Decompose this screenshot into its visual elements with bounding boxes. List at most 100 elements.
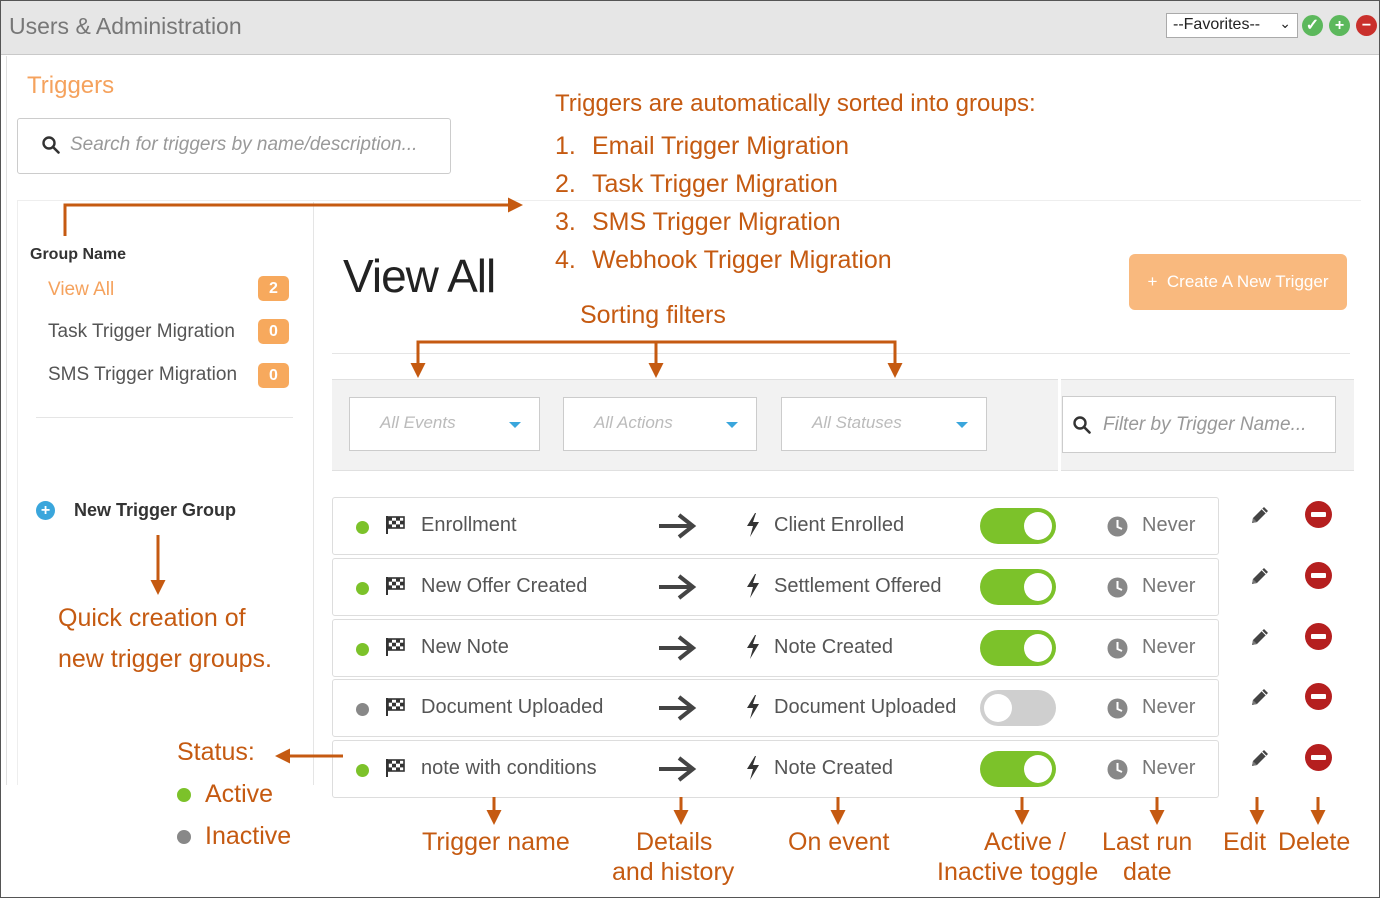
- annotation-toggle: Active /: [984, 828, 1066, 856]
- group-name-heading: Group Name: [30, 246, 127, 263]
- annotation-edit: Edit: [1223, 828, 1267, 856]
- last-run-date: Never: [1142, 636, 1196, 658]
- active-toggle[interactable]: [980, 508, 1056, 544]
- annotation-toggle: Inactive toggle: [937, 858, 1099, 886]
- trigger-name[interactable]: New Offer Created: [421, 575, 588, 597]
- edit-icon[interactable]: [1248, 503, 1272, 527]
- arrow-right-icon[interactable]: [657, 633, 697, 663]
- edit-icon[interactable]: [1248, 625, 1272, 649]
- trigger-name[interactable]: Enrollment: [421, 514, 517, 536]
- clock-icon: [1107, 516, 1128, 537]
- statuses-filter-select[interactable]: All Statuses: [781, 397, 987, 451]
- active-toggle[interactable]: [980, 690, 1056, 726]
- arrow-right-icon[interactable]: [657, 572, 697, 602]
- annotation-last-run: Last run: [1102, 828, 1193, 856]
- check-icon[interactable]: ✓: [1302, 15, 1323, 36]
- sidebar-item-sms-trigger-migration[interactable]: SMS Trigger Migration: [48, 364, 238, 385]
- trigger-row[interactable]: New Note Note Created Never: [332, 619, 1219, 677]
- arrow-right-icon[interactable]: [657, 693, 697, 723]
- trigger-name[interactable]: note with conditions: [421, 757, 597, 779]
- trigger-name-filter-input[interactable]: Filter by Trigger Name...: [1062, 396, 1336, 453]
- active-toggle[interactable]: [980, 751, 1056, 787]
- trigger-name[interactable]: New Note: [421, 636, 509, 658]
- trigger-search-input[interactable]: Search for triggers by name/description.…: [17, 118, 451, 174]
- edit-icon[interactable]: [1248, 564, 1272, 588]
- delete-icon[interactable]: [1305, 744, 1332, 771]
- annotation-quick-creation: new trigger groups.: [58, 645, 273, 673]
- annotation-list-number: 3.: [555, 208, 576, 236]
- flag-icon: [386, 759, 405, 777]
- annotation-inactive: Inactive: [205, 822, 292, 850]
- flag-icon: [386, 698, 405, 716]
- annotation-groups-intro: Triggers are automatically sorted into g…: [555, 90, 1036, 117]
- window-title: Users & Administration: [9, 13, 242, 39]
- flag-icon: [386, 638, 405, 656]
- caret-down-icon: [509, 422, 521, 428]
- trigger-row[interactable]: note with conditions Note Created Never: [332, 740, 1219, 798]
- annotation-delete: Delete: [1278, 828, 1351, 856]
- events-filter-value: All Events: [380, 413, 456, 432]
- new-trigger-group-label: New Trigger Group: [74, 500, 237, 520]
- remove-icon[interactable]: −: [1356, 15, 1377, 36]
- annotation-list-number: 2.: [555, 170, 576, 198]
- annotation-active: Active: [205, 780, 274, 808]
- lightning-icon: [747, 574, 759, 598]
- legend-active-dot: [177, 788, 191, 802]
- sidebar-item-task-trigger-migration[interactable]: Task Trigger Migration: [48, 321, 235, 342]
- trigger-name[interactable]: Document Uploaded: [421, 696, 604, 718]
- events-filter-select[interactable]: All Events: [349, 397, 540, 451]
- clock-icon: [1107, 698, 1128, 719]
- lightning-icon: [747, 756, 759, 780]
- status-dot: [356, 764, 369, 777]
- lightning-icon: [747, 695, 759, 719]
- arrow-right-icon[interactable]: [657, 754, 697, 784]
- annotation-list-item: SMS Trigger Migration: [592, 208, 841, 236]
- count-badge: 2: [258, 276, 289, 301]
- delete-icon[interactable]: [1305, 501, 1332, 528]
- divider: [17, 200, 18, 785]
- event-name: Note Created: [774, 757, 893, 779]
- edit-icon[interactable]: [1248, 746, 1272, 770]
- status-dot: [356, 643, 369, 656]
- toggle-knob: [1024, 573, 1052, 601]
- last-run-date: Never: [1142, 514, 1196, 536]
- last-run-date: Never: [1142, 696, 1196, 718]
- delete-icon[interactable]: [1305, 623, 1332, 650]
- flag-icon: [386, 577, 405, 595]
- annotation-details: and history: [612, 858, 735, 886]
- status-dot: [356, 582, 369, 595]
- sidebar-item-view-all[interactable]: View All: [48, 279, 115, 300]
- create-trigger-button[interactable]: + Create A New Trigger: [1129, 254, 1347, 310]
- add-icon[interactable]: +: [1329, 15, 1350, 36]
- edit-icon[interactable]: [1248, 685, 1272, 709]
- annotation-quick-creation: Quick creation of: [58, 604, 246, 632]
- status-dot: [356, 521, 369, 534]
- active-toggle[interactable]: [980, 630, 1056, 666]
- event-name: Note Created: [774, 636, 893, 658]
- trigger-name-filter-placeholder: Filter by Trigger Name...: [1103, 414, 1307, 435]
- caret-down-icon: [726, 422, 738, 428]
- actions-filter-value: All Actions: [594, 413, 673, 432]
- actions-filter-select[interactable]: All Actions: [563, 397, 757, 451]
- favorites-select[interactable]: --Favorites--⌄: [1166, 13, 1298, 38]
- toggle-knob: [1024, 512, 1052, 540]
- delete-icon[interactable]: [1305, 683, 1332, 710]
- arrow-right-icon[interactable]: [657, 511, 697, 541]
- annotation-list-item: Webhook Trigger Migration: [592, 246, 892, 274]
- delete-icon[interactable]: [1305, 562, 1332, 589]
- annotation-list-number: 1.: [555, 132, 576, 160]
- toggle-knob: [1024, 755, 1052, 783]
- annotation-last-run: date: [1123, 858, 1172, 886]
- chevron-down-icon: ⌄: [1279, 15, 1291, 31]
- flag-icon: [386, 516, 405, 534]
- create-trigger-label: Create A New Trigger: [1166, 272, 1329, 291]
- divider: [36, 417, 293, 418]
- active-toggle[interactable]: [980, 569, 1056, 605]
- last-run-date: Never: [1142, 757, 1196, 779]
- count-badge: 0: [258, 319, 289, 344]
- search-icon: [1073, 416, 1091, 434]
- legend-inactive-dot: [177, 830, 191, 844]
